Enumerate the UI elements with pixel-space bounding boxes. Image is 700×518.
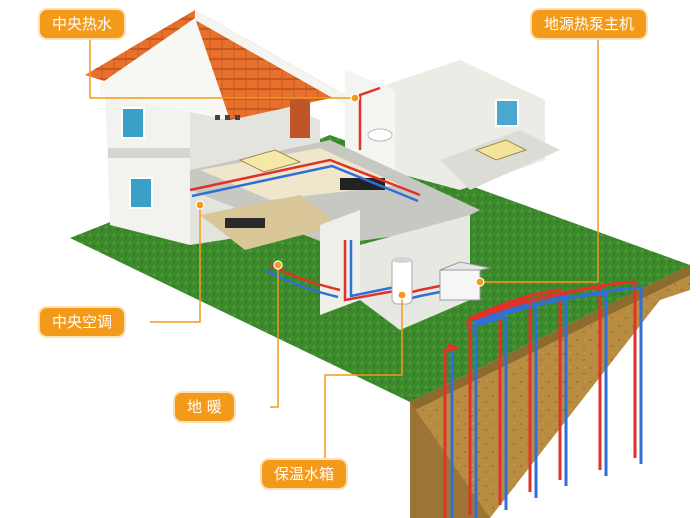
balcony-band: [108, 148, 190, 158]
dot-central-hot-water: [351, 94, 359, 102]
heat-pump-unit: [440, 270, 480, 300]
window-lower: [130, 178, 152, 208]
label-ground-source-heat-pump: 地源热泵主机: [532, 10, 646, 38]
window-upper: [122, 108, 144, 138]
label-central-hot-water: 中央热水: [40, 10, 124, 38]
wall-vent-2: [225, 115, 230, 120]
water-tank-top: [392, 257, 412, 263]
label-central-air-conditioning: 中央空调: [40, 308, 124, 336]
dot-water-tank: [398, 291, 406, 299]
label-floor-heating: 地 暖: [175, 393, 234, 421]
door: [290, 100, 310, 138]
dot-heat-pump: [476, 278, 484, 286]
dot-floor-heating: [274, 261, 282, 269]
lower-sofa: [225, 218, 265, 228]
wall-vent-3: [235, 115, 240, 120]
wall-vent-1: [215, 115, 220, 120]
dot-central-ac: [196, 201, 204, 209]
window-right: [496, 100, 518, 126]
bathtub: [368, 129, 392, 141]
label-insulated-water-tank: 保温水箱: [262, 460, 346, 488]
